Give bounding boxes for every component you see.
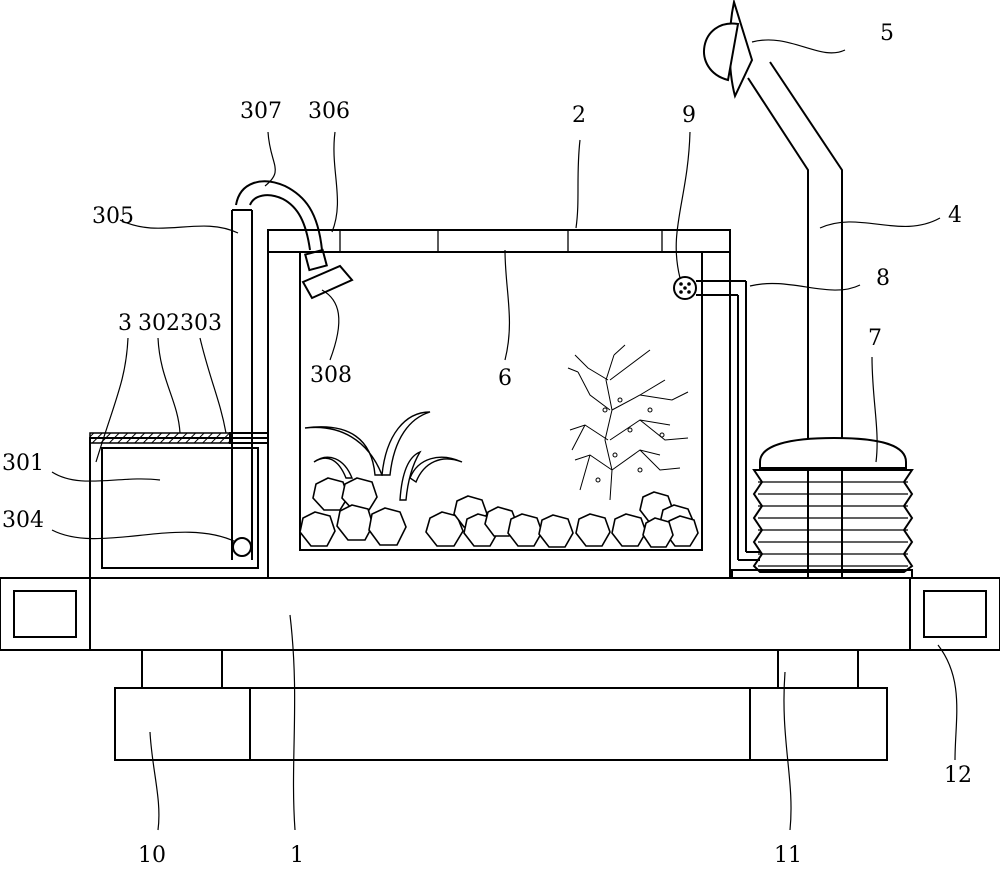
label-7: 7 [868, 326, 882, 351]
air-outlet [673, 276, 760, 561]
main-platform [0, 577, 1000, 651]
label-3: 3 [118, 311, 132, 336]
coral [567, 344, 689, 501]
leader-lines [51, 39, 958, 831]
label-1: 1 [290, 843, 304, 868]
label-12: 12 [944, 763, 972, 788]
aquarium [267, 229, 731, 579]
label-302: 302 [138, 311, 180, 336]
water-pipe [231, 180, 354, 560]
label-5: 5 [880, 21, 894, 46]
label-303: 303 [180, 311, 222, 336]
label-307: 307 [240, 99, 282, 124]
label-2: 2 [572, 103, 586, 128]
label-304: 304 [2, 508, 44, 533]
water-plants [304, 411, 463, 501]
label-11: 11 [774, 843, 802, 868]
label-6: 6 [498, 366, 512, 391]
pump [232, 537, 252, 557]
label-305: 305 [92, 204, 134, 229]
label-308: 308 [310, 363, 352, 388]
support-legs [141, 649, 859, 689]
label-8: 8 [876, 266, 890, 291]
label-9: 9 [682, 103, 696, 128]
label-10: 10 [138, 843, 166, 868]
label-306: 306 [308, 99, 350, 124]
lamp-post [703, 0, 843, 578]
bellows [731, 436, 914, 579]
label-4: 4 [948, 203, 962, 228]
bottom-base [114, 687, 888, 761]
label-301: 301 [2, 451, 44, 476]
pebbles [299, 477, 699, 548]
part-labels: 5 2 9 4 8 7 307 306 305 308 6 3 302 303 … [2, 21, 972, 868]
